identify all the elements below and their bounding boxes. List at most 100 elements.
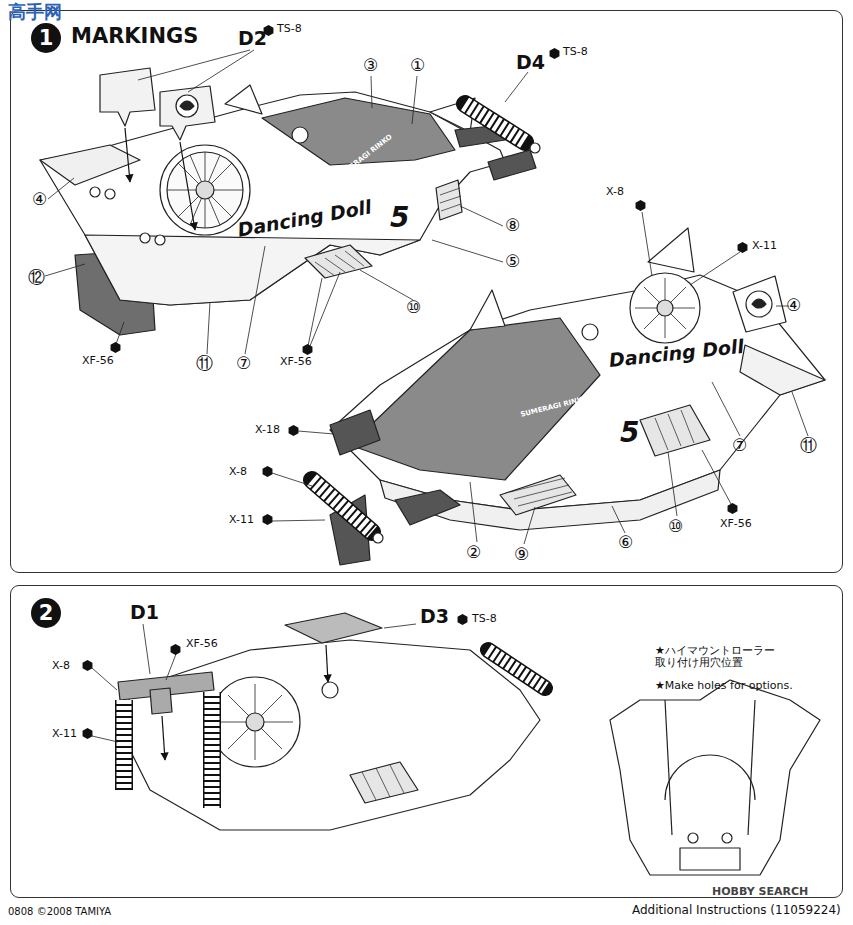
callout-number: ⑨: [514, 545, 529, 564]
footer-text: 0808 ©2008 TAMIYA: [8, 906, 111, 917]
leader-line: [245, 246, 265, 354]
paint-symbol: [83, 660, 93, 671]
body-lower-right: [582, 324, 598, 340]
paint-code: X-11: [52, 728, 77, 740]
paint-code: X-8: [229, 466, 247, 478]
leader-line: [45, 50, 808, 742]
paint-symbol: [738, 242, 748, 253]
body-top-left: [262, 98, 455, 165]
leader-line: [668, 452, 677, 516]
body-step-two: [150, 688, 172, 714]
body-lower-right: [395, 490, 460, 525]
body-top-left: [180, 142, 195, 230]
body-step-two: [390, 765, 404, 793]
paint-code: XF-56: [186, 638, 218, 650]
leader-line: [505, 72, 528, 102]
leader-line: [207, 302, 210, 354]
body-top-left: [465, 104, 525, 142]
body-step-two: [210, 677, 300, 767]
body-step-two: [665, 755, 755, 800]
body-lower-right: [657, 300, 673, 316]
step-panel: 1MARKINGS: [10, 10, 843, 573]
body-top-left: [40, 145, 140, 185]
body-step-two: [118, 613, 820, 875]
body-step-two: [610, 680, 820, 875]
paint-symbol: [263, 514, 273, 525]
leader-line: [116, 322, 124, 344]
body-lower-right: [312, 228, 825, 565]
body-top-left: [190, 155, 220, 225]
body-top-left: [440, 188, 461, 211]
body-step-two: [665, 700, 672, 835]
body-lower-right: [733, 276, 786, 332]
body-lower-right: [500, 475, 576, 515]
body-top-left: [530, 143, 540, 153]
body-lower-right: [330, 275, 825, 510]
leader-line: [470, 482, 477, 542]
body-top-left: [190, 155, 220, 225]
paint-code: X-8: [52, 660, 70, 672]
leader-line: [166, 654, 176, 680]
leader-line: [460, 206, 503, 226]
body-top-left: [167, 152, 243, 228]
leader-line: [48, 178, 74, 199]
body-top-left: [440, 188, 460, 195]
paint-symbol: [83, 25, 748, 739]
body-top-left: [155, 235, 165, 245]
body-lower-right: [312, 480, 372, 532]
step-number: 1: [31, 23, 61, 53]
body-step-two: [362, 772, 376, 800]
paint-code: TS-8: [472, 613, 497, 625]
leader-line: [138, 50, 250, 80]
note: ★ハイマウントローラー 取り付け用穴位置: [655, 645, 787, 669]
part-label: D1: [130, 602, 159, 623]
paint-code: XF-56: [280, 356, 312, 368]
leader-line: [272, 473, 312, 486]
part-label: D3: [420, 606, 449, 627]
paint-symbol: [263, 466, 273, 477]
leader-line: [712, 382, 740, 436]
paint-code: TS-8: [277, 23, 302, 35]
body-top-left: [40, 92, 505, 305]
note: ★Make holes for options.: [655, 680, 793, 692]
body-step-two: [688, 833, 698, 843]
paint-code: X-11: [752, 240, 777, 252]
paint-symbol: [83, 728, 93, 739]
body-step-two: [326, 645, 328, 682]
body-lower-right: [373, 533, 383, 543]
body-step-two: [488, 650, 545, 688]
body-step-two: [350, 762, 418, 803]
leader-line: [298, 431, 334, 434]
body-step-two: [680, 848, 740, 870]
body-step-two: [203, 692, 221, 808]
body-top-left: [180, 101, 194, 110]
callout-number: ⑪: [800, 436, 817, 455]
callout-number: ⑥: [618, 533, 633, 552]
body-top-left: [40, 68, 540, 335]
leader-line: [310, 272, 340, 346]
body-step-two: [722, 833, 732, 843]
leader-line: [612, 506, 625, 533]
callout-number: ④: [32, 190, 47, 209]
leader-line: [92, 736, 118, 742]
paint-code: XF-56: [82, 355, 114, 367]
body-top-left: [345, 251, 364, 266]
leader-line: [308, 278, 322, 346]
body-top-left: [441, 204, 461, 211]
callout-number: ①: [410, 56, 425, 75]
step-panel: 2: [10, 585, 843, 898]
watermark: 高手网: [8, 2, 62, 22]
body-top-left: [178, 163, 232, 217]
body-step-two: [376, 768, 390, 797]
leader-line: [92, 668, 117, 690]
callout-number: ⑦: [732, 436, 747, 455]
body-lower-right: [655, 410, 694, 450]
body-lower-right: [350, 318, 600, 480]
body-top-left: [465, 104, 525, 142]
leader-line: [360, 270, 413, 300]
body-top-left: [105, 189, 115, 199]
paint-symbol: [458, 614, 468, 625]
